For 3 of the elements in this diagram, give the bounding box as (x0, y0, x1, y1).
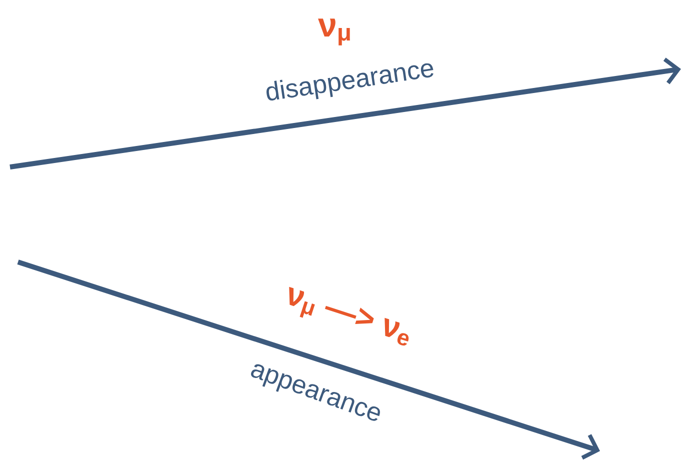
text-label: disappearance (266, 63, 434, 101)
symbol-label: ν$_{μ}$ —> ν$_{e}$ (289, 286, 409, 346)
symbol-label: ν$_{μ}$ (318, 18, 350, 46)
